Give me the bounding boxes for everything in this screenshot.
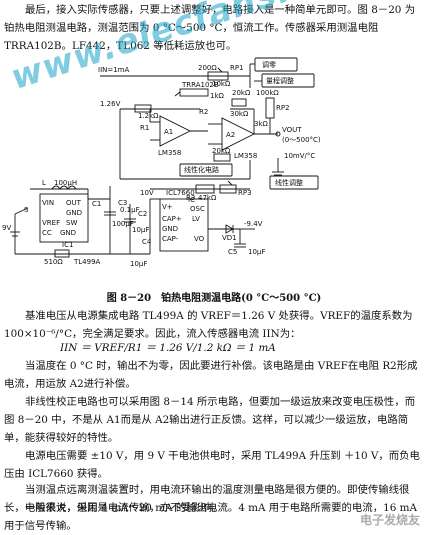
label-r1-value: 1.2kΩ xyxy=(138,112,159,120)
label-out: OUT xyxy=(66,199,82,207)
label-c4-value: 10μF xyxy=(130,260,147,268)
label-r-510: 510Ω xyxy=(44,258,63,266)
label-lv: LV xyxy=(192,215,200,223)
label-switch: S xyxy=(24,206,29,214)
label-vd1: VD1 xyxy=(222,234,237,242)
label-l-value: 100μH xyxy=(54,179,77,187)
label-tl499a: TL499A xyxy=(73,258,101,266)
label-vref: VREF xyxy=(42,219,60,227)
paragraph-reference-voltage: 基准电压从电源集成电路 TL499A 的 VREF＝1.26 V 处获得。VRE… xyxy=(4,310,413,340)
label-icl7660: ICL7660 xyxy=(166,189,195,197)
label-gnd: GND xyxy=(66,209,82,217)
label-vout: VOUT xyxy=(282,126,302,134)
label-r3: R3 xyxy=(186,194,195,202)
label-r2: R2 xyxy=(199,108,208,116)
paragraph-current-loop: 当测温点远离测温装置时，用电流环输出的温度测量电路是很方便的。即使传输线很长，电… xyxy=(4,484,410,514)
label-vin: VIN xyxy=(42,199,54,207)
label-linearity-adjust: 线性调整 xyxy=(275,178,303,187)
label-iin: IIN=1mA xyxy=(98,66,130,74)
label-zero-adjust: 调零 xyxy=(262,60,276,69)
label-v-plus: V+ xyxy=(162,203,173,211)
label-osc: OSC xyxy=(190,205,205,213)
figure-caption: 图 8－20 铂热电阻测温电路(0 °C～500 °C) xyxy=(106,293,322,304)
label-10v: 10V xyxy=(140,189,154,197)
label-r-3k: 3kΩ xyxy=(254,120,269,128)
label-rp2: RP2 xyxy=(276,104,290,112)
label-sw: SW xyxy=(66,219,77,227)
label-a2: A2 xyxy=(226,131,235,139)
label-c5: C5 xyxy=(228,248,237,256)
label-r-30k: 30kΩ xyxy=(230,110,249,118)
label-lm358-b: LM358 xyxy=(234,152,257,160)
paragraph-power-supply: 电源电压需要 ±10 V，用 9 V 干电池供电时，采用 TL499A 升压到 … xyxy=(4,450,420,480)
label-r1: R1 xyxy=(140,124,149,132)
intro-paragraph: 最后，接入实际传感器，只要上述调整好，电路接入是一种简单元即可。图 8－20 为… xyxy=(4,4,416,52)
label-c3-value: 0.1μF xyxy=(120,206,140,214)
label-lm358-a: LM358 xyxy=(158,149,181,157)
paragraph-output-current: 一般来说，采用 4 mA～20 mA 的输出电流。4 mA 用于电路所需要的电流… xyxy=(4,502,417,532)
label-c1: C1 xyxy=(92,200,101,208)
label-c5-value: 10μF xyxy=(248,248,265,256)
label-gnd-2: GND xyxy=(60,229,76,237)
label-linearization-circuit: 线性化电路 xyxy=(184,165,219,174)
label-vout-range: (0～500°C) xyxy=(282,136,321,144)
corner-watermark: 电子发烧友 xyxy=(359,513,420,527)
label-range-adjust: 量程调整 xyxy=(266,76,294,85)
label-battery-9v: 9V xyxy=(2,224,11,232)
label-ic: IC xyxy=(188,196,195,204)
paragraph-nonlinear-correction: 非线性校正电路也可以采用图 8－14 所示电路，但要加一级运放来改变电压极性，而… xyxy=(4,396,416,444)
label-rp1: RP1 xyxy=(230,64,244,72)
label-l: L xyxy=(42,179,46,187)
current-equation: IIN ＝ VREF/R1 ＝ 1.26 V/1.2 kΩ ＝ 1 mA xyxy=(60,342,276,354)
label-cap-plus: CAP+ xyxy=(162,215,182,223)
label-c2: C2 xyxy=(138,210,147,218)
label-ic1: IC1 xyxy=(62,241,73,249)
label-minus-9-4v: -9.4V xyxy=(244,220,263,228)
label-cap-minus: CAP- xyxy=(162,235,179,243)
label-r-20k-b: 20kΩ xyxy=(212,147,231,155)
label-a1: A1 xyxy=(164,128,173,136)
label-r3-value: 47kΩ xyxy=(198,194,217,202)
label-c4: C4 xyxy=(142,238,152,246)
label-r-100k: 100kΩ xyxy=(256,89,279,97)
label-r-10k: 10kΩ xyxy=(212,80,231,88)
label-cc: CC xyxy=(42,229,52,237)
paragraph-zero-compensation: 当温度在 0 °C 时，输出不为零，因此要进行补偿。该电路是由 VREF在电阻 … xyxy=(4,360,418,390)
label-c2-value: 10μF xyxy=(132,226,149,234)
rtd-circuit-schematic: 调零 量程调整 线性调整 线性化电路 IIN=1mA 200Ω RP1 TRRA… xyxy=(2,57,321,268)
label-gnd-3: GND xyxy=(162,225,178,233)
label-vo: VO xyxy=(194,235,205,243)
label-r-20k: 20kΩ xyxy=(232,89,251,97)
label-rp3: RP3 xyxy=(238,189,252,197)
label-r-200: 200Ω xyxy=(198,64,217,72)
label-c3: C3 xyxy=(118,199,127,207)
label-c1-value: 100μF xyxy=(112,220,134,228)
label-r-1k: 1kΩ xyxy=(210,92,225,100)
label-trra102b: TRRA102B xyxy=(181,81,219,89)
label-10mv-per-c: 10mV/°C xyxy=(284,152,315,160)
label-1-26v: 1.26V xyxy=(100,100,121,108)
